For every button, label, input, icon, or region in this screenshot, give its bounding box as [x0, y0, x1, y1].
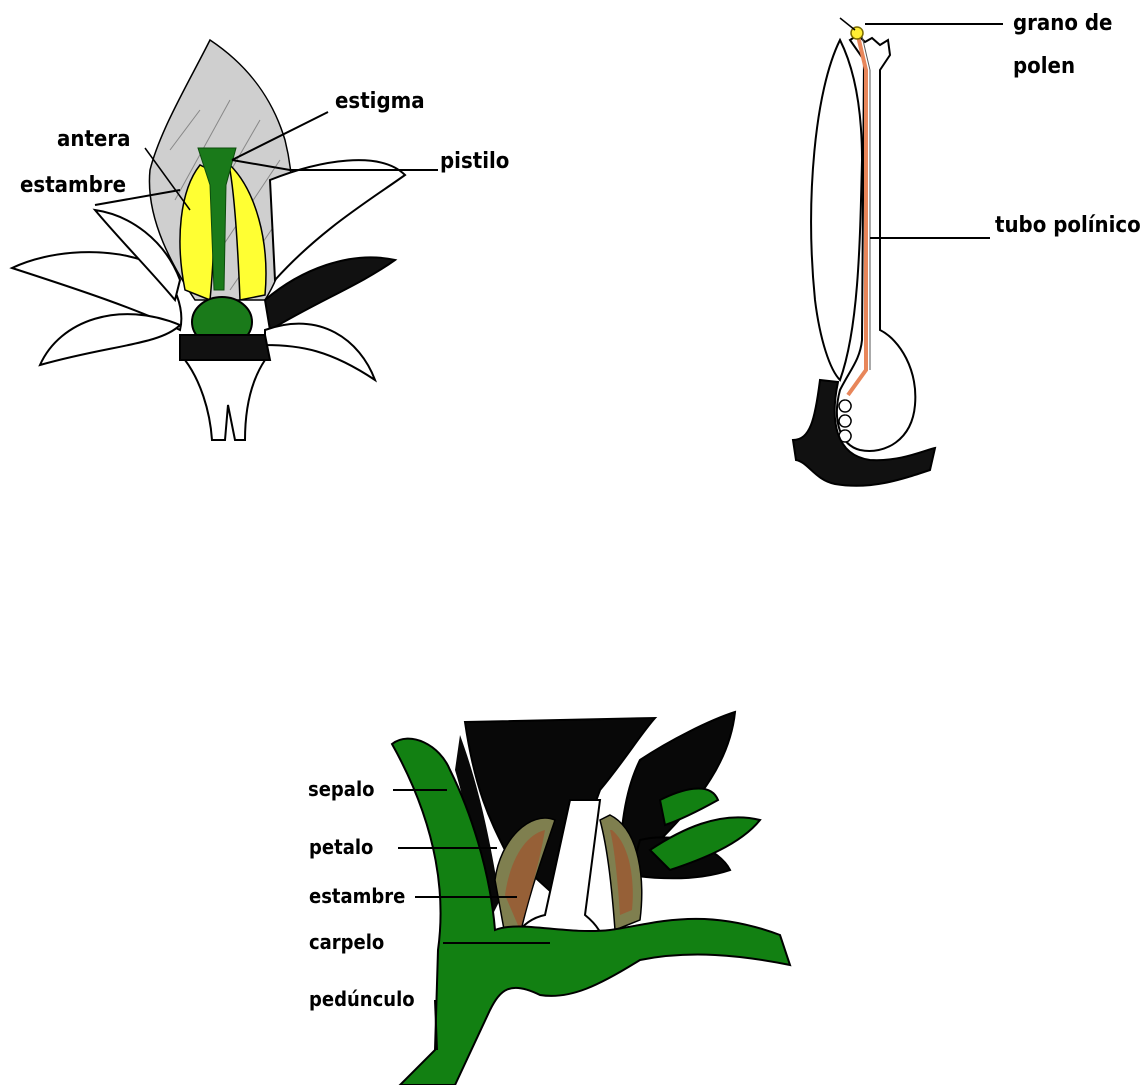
- pollen-tube-diagram: grano de polen tubo polínico: [793, 11, 1140, 486]
- receptacle: [180, 335, 270, 360]
- label-petalo: petalo: [309, 835, 373, 859]
- leader-grano-tick: [840, 18, 855, 30]
- label-grano-line1: grano de: [1013, 11, 1112, 36]
- flower-section-diagram: sepalo petalo estambre carpelo pedúnculo: [308, 712, 790, 1085]
- label-sepalo: sepalo: [308, 777, 374, 801]
- ovules: [839, 400, 851, 442]
- label-grano-line2: polen: [1013, 54, 1075, 79]
- petal-left-lower: [40, 314, 180, 365]
- label-estambre: estambre: [20, 173, 126, 198]
- stem: [185, 360, 265, 440]
- label-estambre-2: estambre: [309, 884, 405, 908]
- petal-right-lower: [265, 324, 375, 380]
- label-tubo: tubo polínico: [995, 213, 1140, 238]
- label-pistilo: pistilo: [440, 149, 509, 174]
- label-pedunculo: pedúnculo: [309, 987, 415, 1011]
- label-antera: antera: [57, 127, 130, 152]
- ovary-wall-left: [811, 40, 862, 380]
- label-carpelo: carpelo: [309, 930, 384, 954]
- flower-cutaway-diagram: estigma antera estambre pistilo: [12, 40, 509, 440]
- label-estigma: estigma: [335, 89, 425, 114]
